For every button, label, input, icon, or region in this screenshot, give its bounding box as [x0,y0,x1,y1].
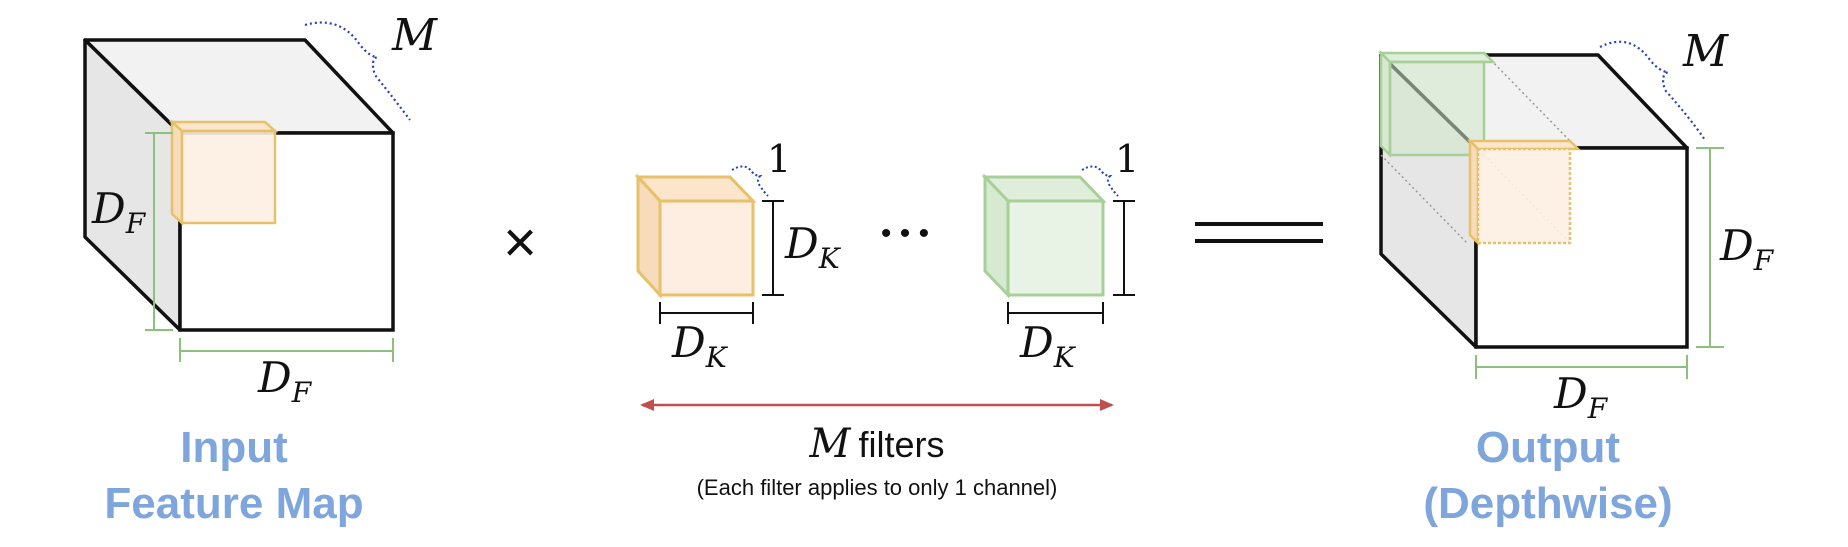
output-orange-slice [1466,137,1582,247]
output-channel-brace [1599,40,1706,141]
input-channel-brace [304,21,411,121]
input-width-dimension [179,338,394,362]
output-height-label: DF [1719,221,1775,277]
filter-first-width-label: DK [671,318,729,374]
output-green-slice [1377,49,1497,159]
input-channels-label: M [391,10,438,61]
input-height-label: DF [91,184,147,240]
filters-ellipsis: • • • [881,217,929,250]
input-caption-line1: Input [180,423,288,472]
filter-first-width-dimension [659,302,754,324]
filters-note: (Each filter applies to only 1 channel) [697,475,1058,500]
output-channels-label: M [1682,26,1729,77]
input-caption-line2: Feature Map [104,479,363,528]
filter-last-depth-label: 1 [1115,137,1139,181]
filter-first-height-label: DK [784,219,842,275]
times-symbol: × [503,210,537,275]
filter-first-height-dimension [762,200,784,296]
filter-last-height-dimension [1113,200,1135,296]
equals-symbol [1195,222,1323,243]
output-width-label: DF [1553,369,1609,425]
input-height-dimension [145,132,173,331]
filter-first-depth-label: 1 [767,137,791,181]
output-caption-line1: Output [1476,423,1621,472]
filter-first-cube [634,173,757,299]
filter-last-cube [981,173,1107,299]
output-width-dimension [1475,355,1688,379]
filter-last-width-label: DK [1019,318,1077,374]
input-width-label: DF [257,353,313,409]
filter-last-depth-brace [1081,165,1119,197]
output-caption-line2: (Depthwise) [1423,479,1672,528]
input-kernel-highlight [168,119,279,226]
filter-last-width-dimension [1007,302,1104,324]
output-height-dimension [1696,147,1724,348]
filter-first-depth-brace [731,165,769,197]
